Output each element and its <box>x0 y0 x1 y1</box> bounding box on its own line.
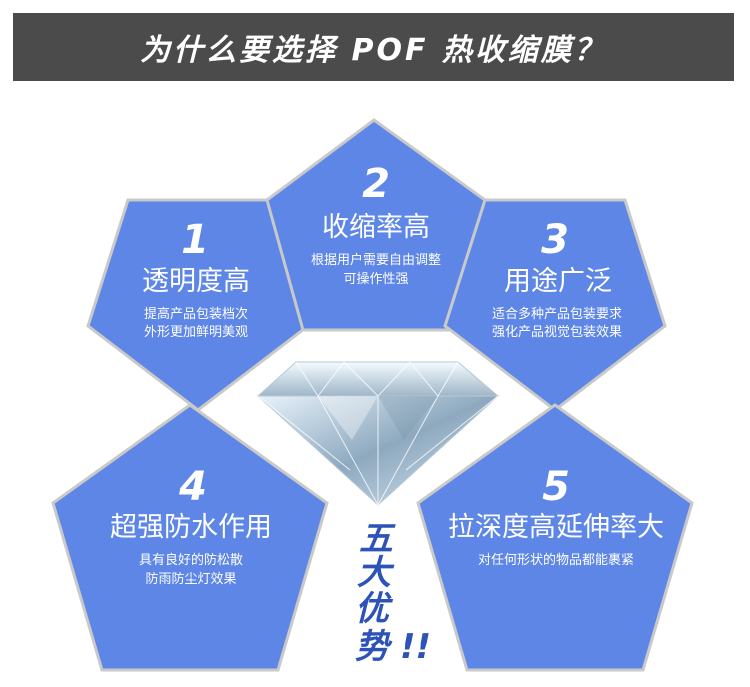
header-banner: 为什么要选择 POF 热收缩膜？ <box>13 13 734 81</box>
advantage-card-4: 4 超强防水作用 具有良好的防松散 防雨防尘灯效果 <box>51 403 329 672</box>
slogan-char: 优 <box>355 589 394 629</box>
advantage-title: 超强防水作用 <box>110 512 272 543</box>
advantage-desc-line: 防雨防尘灯效果 <box>145 571 236 587</box>
advantage-title: 拉深度高延伸率大 <box>448 512 664 543</box>
slogan-exclaim: !! <box>400 627 431 667</box>
advantage-desc-line: 对任何形状的物品都能裹紧 <box>478 552 634 568</box>
advantage-desc-line: 强化产品视觉包装效果 <box>492 325 622 340</box>
slogan-char: 五 <box>359 519 396 559</box>
advantage-desc-line: 可操作性强 <box>343 271 408 287</box>
slogan-char: 大 <box>357 553 395 593</box>
page-title: 为什么要选择 POF 热收缩膜？ <box>140 33 607 68</box>
advantage-card-3: 3 用途广泛 适合多种产品包装要求 强化产品视觉包装效果 <box>443 198 667 412</box>
advantage-title: 用途广泛 <box>504 266 612 297</box>
advantage-desc-line: 适合多种产品包装要求 <box>492 306 622 322</box>
slogan-char: 势 <box>355 627 393 667</box>
advantage-card-1: 1 透明度高 提高产品包装档次 外形更加鲜明美观 <box>86 198 310 412</box>
advantage-title: 透明度高 <box>142 266 250 297</box>
advantage-number: 3 <box>541 217 569 263</box>
advantage-title: 收缩率高 <box>322 212 430 243</box>
advantage-desc-line: 提高产品包装档次 <box>144 306 248 322</box>
advantage-number: 2 <box>362 161 390 207</box>
advantage-number: 4 <box>178 464 207 510</box>
advantage-desc-line: 外形更加鲜明美观 <box>144 325 248 340</box>
advantage-desc-line: 根据用户需要自由调整 <box>311 252 441 268</box>
slogan: 五 大 优 势 !! <box>355 519 431 667</box>
advantage-number: 5 <box>542 464 570 510</box>
advantage-desc-line: 具有良好的防松散 <box>139 552 243 568</box>
advantage-number: 1 <box>181 217 209 263</box>
diamond-icon <box>256 361 500 506</box>
advantage-card-5: 5 拉深度高延伸率大 对任何形状的物品都能裹紧 <box>416 403 694 672</box>
advantage-card-2: 2 收缩率高 根据用户需要自由调整 可操作性强 <box>265 118 487 332</box>
